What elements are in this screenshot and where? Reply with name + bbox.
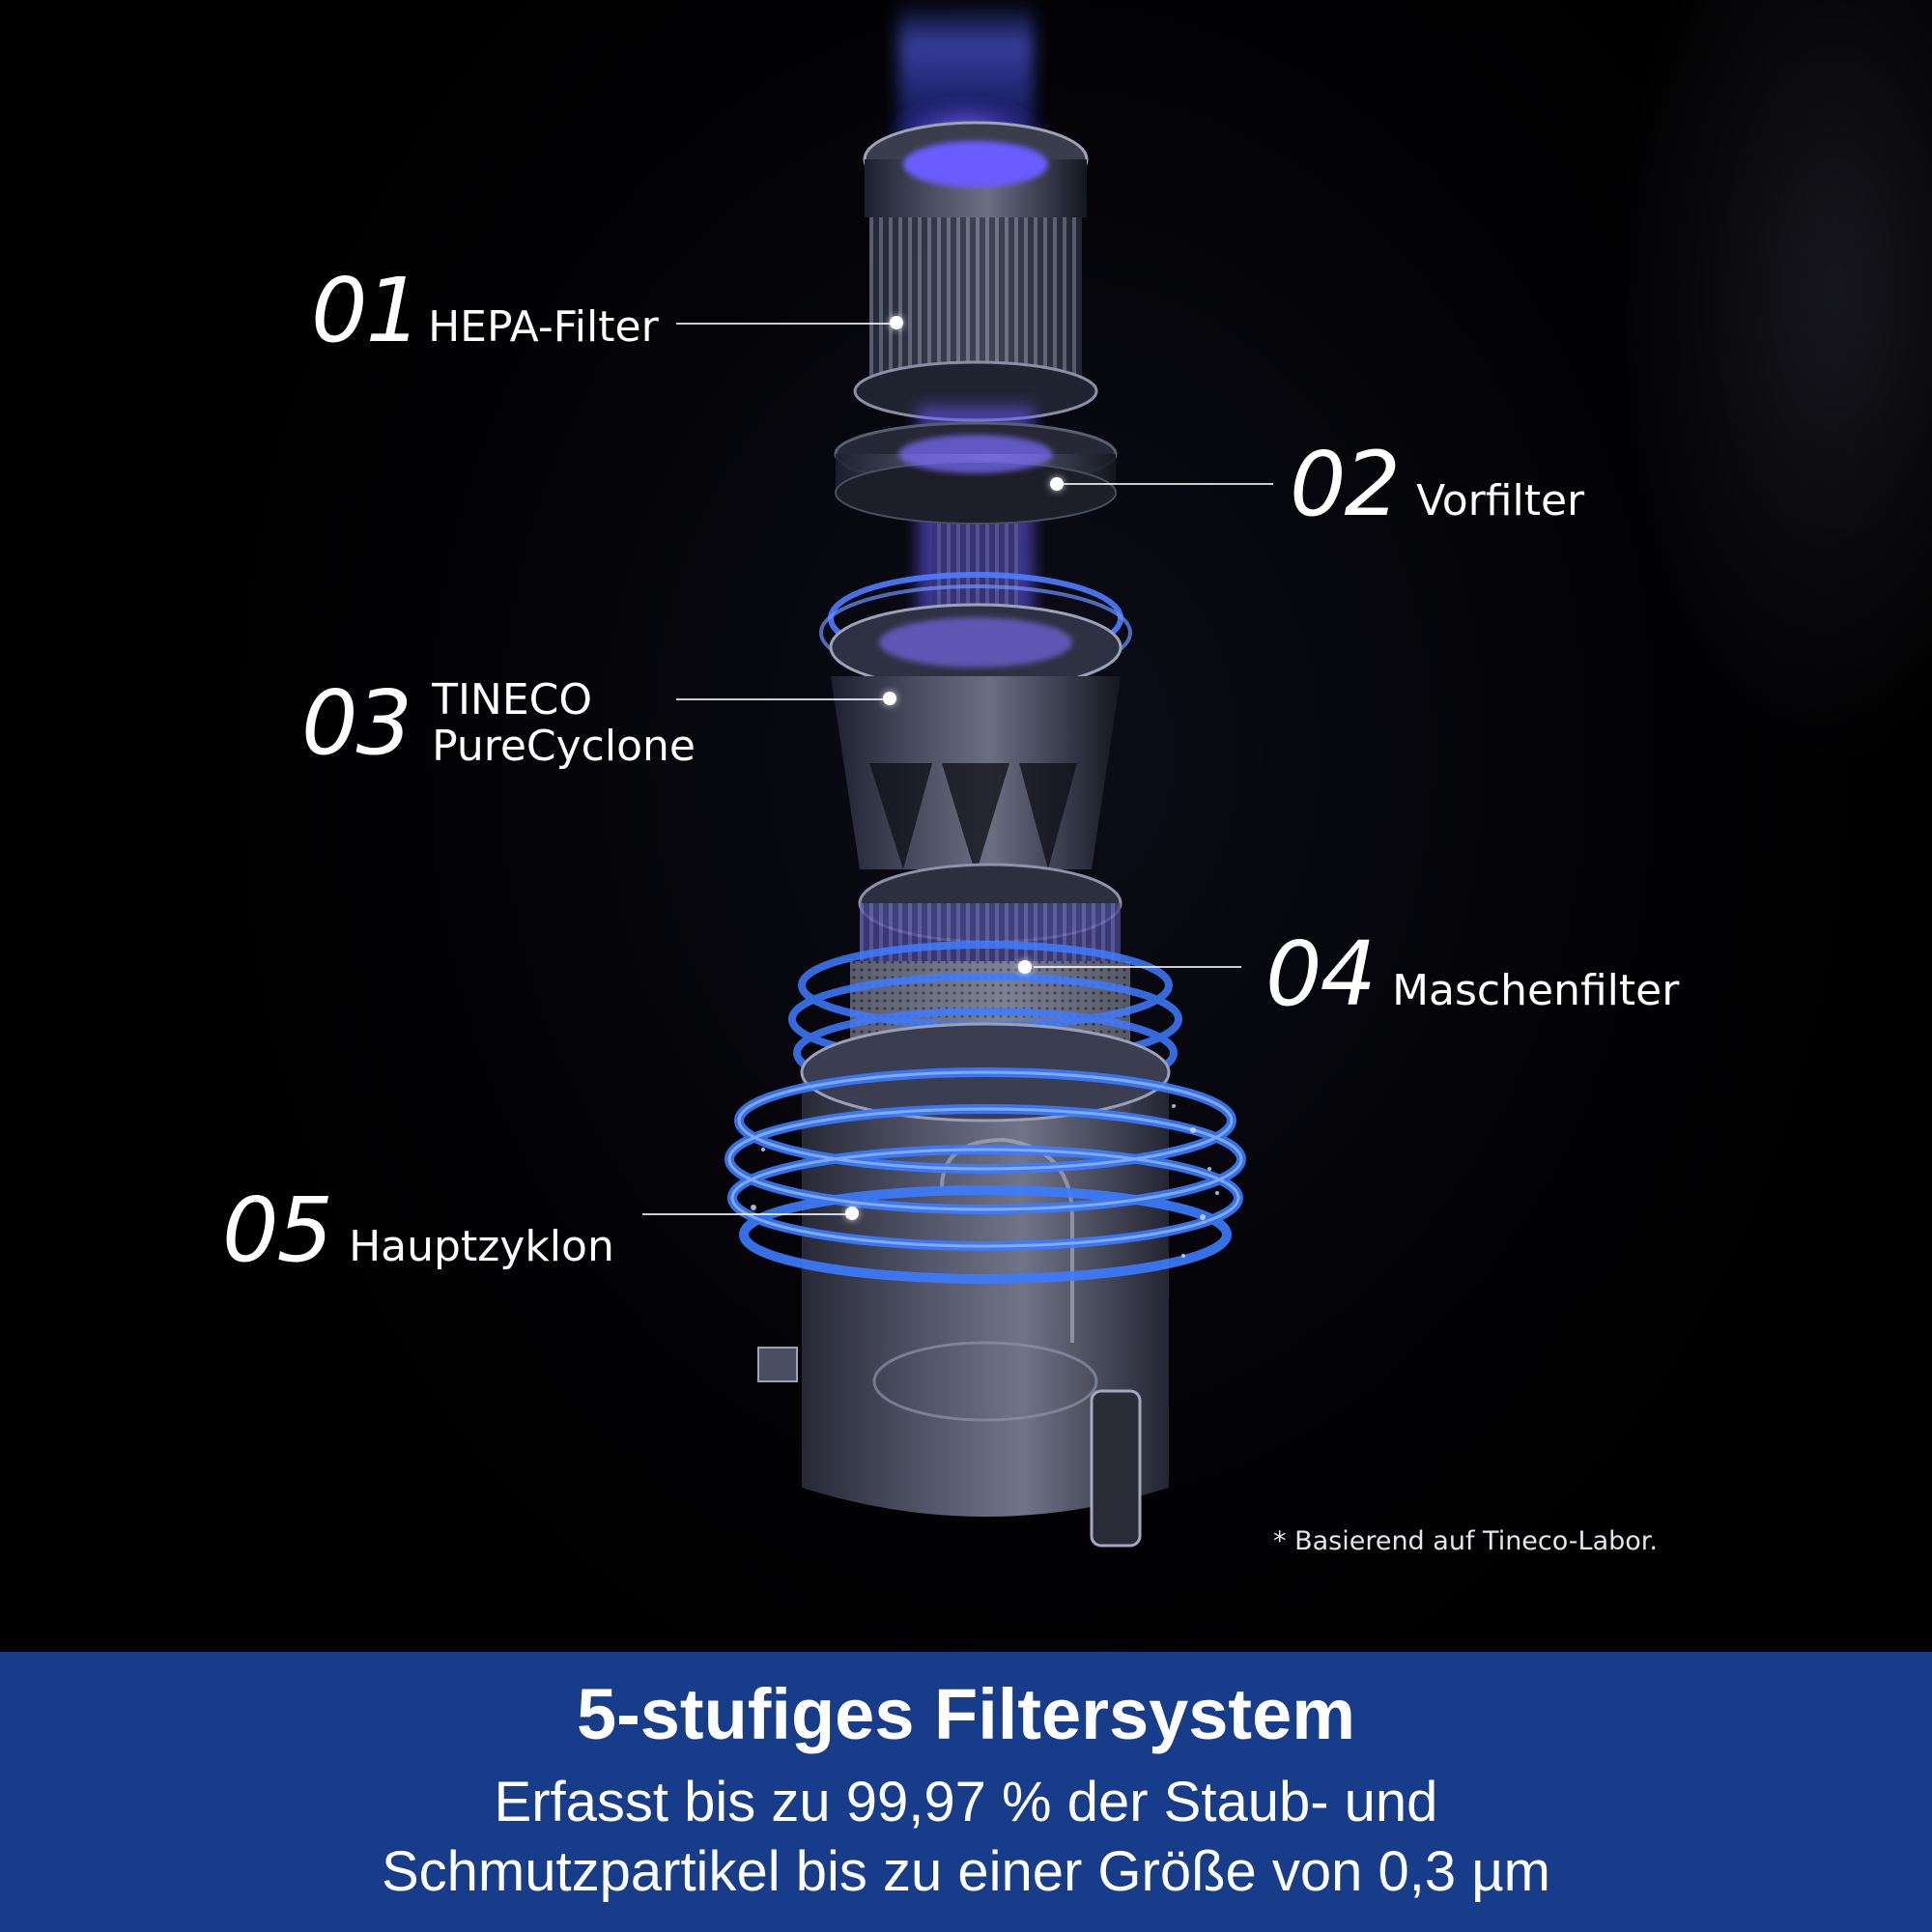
callout-label: Vorfilter: [1416, 476, 1585, 526]
marker-dot-04: [1018, 960, 1032, 974]
banner-title: 5-stufiges Filtersystem: [576, 1674, 1356, 1754]
callout-hepa-filter: 01 HEPA-Filter: [311, 259, 659, 362]
leader-line-02: [1063, 483, 1273, 485]
callout-label: Hauptzyklon: [349, 1222, 614, 1271]
footnote-disclaimer: * Basierend auf Tineco-Labor.: [1273, 1526, 1658, 1556]
callout-number: 05: [222, 1179, 333, 1282]
marker-dot-05: [845, 1207, 859, 1220]
leader-line-05: [642, 1213, 851, 1215]
leader-line-03: [676, 698, 889, 700]
callout-number: 01: [311, 259, 422, 362]
product-illustration-area: 01 HEPA-Filter 02 Vorfilter 03 TINECO Pu…: [0, 0, 1932, 1652]
callout-number: 02: [1290, 433, 1401, 536]
callout-number: 04: [1265, 923, 1377, 1026]
filter-system-exploded-view: [724, 0, 1246, 1548]
banner-description-line-2: Schmutzpartikel bis zu einer Größe von 0…: [381, 1840, 1550, 1903]
marker-dot-03: [883, 692, 896, 705]
callout-label: HEPA-Filter: [428, 302, 659, 352]
callout-label-line-2: PureCyclone: [432, 721, 696, 771]
callout-mesh-filter: 04 Maschenfilter: [1265, 923, 1679, 1026]
callout-label: Maschenfilter: [1392, 966, 1680, 1015]
marker-dot-02: [1050, 477, 1064, 491]
leader-line-04: [1034, 966, 1241, 968]
marker-dot-01: [890, 316, 903, 329]
callout-number: 03: [301, 671, 412, 775]
callout-main-cyclone: 05 Hauptzyklon: [222, 1179, 614, 1282]
banner-description-line-1: Erfasst bis zu 99,97 % der Staub- und: [494, 1771, 1438, 1833]
callout-purecyclone: 03 TINECO PureCyclone: [301, 671, 696, 775]
callout-label-line-1: TINECO: [432, 674, 593, 724]
callout-pre-filter: 02 Vorfilter: [1290, 433, 1584, 536]
callout-label-stack: TINECO PureCyclone: [432, 674, 696, 771]
leader-line-01: [676, 323, 896, 325]
bottom-banner: 5-stufiges Filtersystem Erfasst bis zu 9…: [0, 1652, 1932, 1932]
background-sheen: [1449, 0, 1932, 869]
